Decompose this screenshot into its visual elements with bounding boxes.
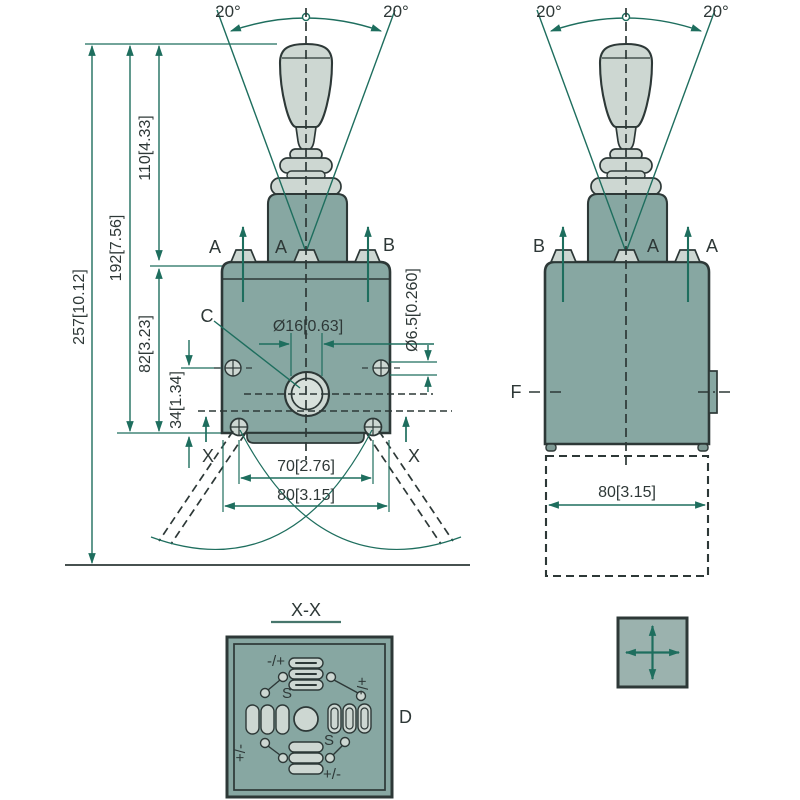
screw-dia-label: Ø6.5[0.260] bbox=[404, 268, 421, 352]
dim-80-label: 80[3.15] bbox=[277, 487, 335, 504]
label-f: F bbox=[511, 382, 522, 402]
angle-right-label: 20° bbox=[383, 2, 409, 21]
swing-arc-left bbox=[150, 429, 373, 550]
port-label-a1: A bbox=[209, 237, 221, 257]
side-port-label-a2: A bbox=[706, 236, 718, 256]
dim-257-label: 257[10.12] bbox=[71, 269, 88, 345]
foot-right bbox=[697, 443, 709, 452]
port-label-b: B bbox=[383, 235, 395, 255]
pill-group-left bbox=[245, 704, 290, 735]
swing-outline-right-2 bbox=[366, 433, 442, 545]
section-inner-border bbox=[233, 643, 386, 791]
s-top-label: S bbox=[282, 685, 292, 702]
swing-outline-right-1 bbox=[378, 430, 454, 542]
side-angle-left-label: 20° bbox=[536, 2, 562, 21]
label-d: D bbox=[399, 707, 412, 727]
pill-group-right bbox=[327, 703, 372, 734]
clearance-box bbox=[544, 454, 710, 578]
coil-stack-bottom bbox=[288, 741, 324, 775]
port-label-a2: A bbox=[275, 237, 287, 257]
side-port-label-b: B bbox=[533, 236, 545, 256]
dim-192-label: 192[7.56] bbox=[108, 215, 125, 282]
angle-left-label: 20° bbox=[215, 2, 241, 21]
dim-82-label: 82[3.23] bbox=[137, 315, 154, 373]
side-dim-80-label: 80[3.15] bbox=[598, 484, 656, 501]
valve-body-side bbox=[543, 260, 711, 446]
switch-contacts bbox=[259, 671, 367, 764]
polarity-left-label: +/- bbox=[232, 744, 249, 762]
front-view: 257[10.12] 192[7.56] 110[4.33] 82[3.23] … bbox=[65, 2, 470, 566]
side-angle-right-label: 20° bbox=[703, 2, 729, 21]
s-bottom-label: S bbox=[324, 732, 334, 749]
section-label-right: X bbox=[408, 446, 420, 466]
polarity-bottom-label: +/- bbox=[323, 766, 341, 783]
leader-line-c bbox=[213, 320, 301, 389]
detail-view bbox=[616, 616, 689, 689]
corner-screw-left bbox=[229, 417, 249, 437]
coil-stack-top bbox=[288, 657, 324, 691]
swing-arc-right bbox=[239, 429, 462, 550]
label-c: C bbox=[201, 306, 214, 326]
section-center-bore bbox=[293, 706, 319, 732]
section-label-left: X bbox=[202, 446, 214, 466]
side-port-label-a1: A bbox=[647, 236, 659, 256]
hole-dia-label: Ø16[0.63] bbox=[273, 318, 343, 335]
swing-outline-left-2 bbox=[170, 433, 246, 545]
center-hole-inner bbox=[290, 377, 324, 411]
swing-outline-left-1 bbox=[158, 430, 234, 542]
body-bottom-flange bbox=[246, 432, 365, 444]
side-view: 20° 20° B A A F 80[3.15] bbox=[511, 2, 732, 578]
polarity-right-label: +/- bbox=[353, 677, 370, 695]
screw-hole-right bbox=[362, 359, 400, 377]
dim-34-label: 34[1.34] bbox=[168, 371, 185, 429]
section-title: X-X bbox=[291, 600, 321, 620]
corner-screw-right bbox=[363, 417, 383, 437]
section-view: X-X bbox=[225, 600, 412, 799]
dim-70-label: 70[2.76] bbox=[277, 458, 335, 475]
polarity-top-label: -/+ bbox=[267, 653, 285, 670]
foot-left bbox=[545, 443, 557, 452]
dim-110-label: 110[4.33] bbox=[137, 115, 154, 181]
screw-hole-left bbox=[214, 359, 252, 377]
